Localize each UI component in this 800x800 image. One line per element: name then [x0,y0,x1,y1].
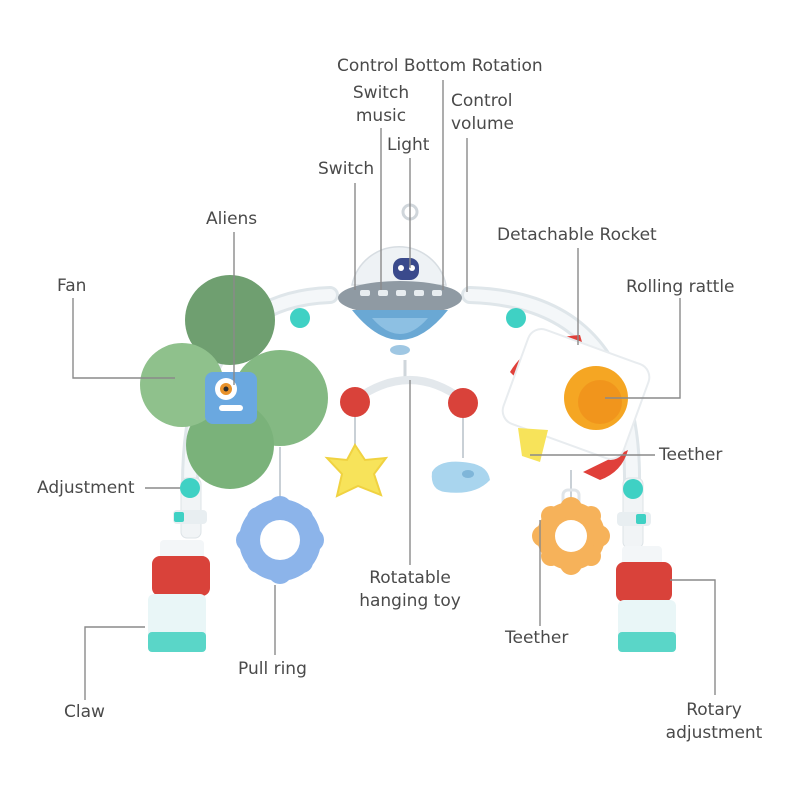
label-aliens: Aliens [206,209,258,229]
label-rotary-adjustment: Rotary adjustment [660,699,768,745]
label-rotary-line2: adjustment [665,723,763,743]
right-claw [616,477,676,652]
label-rotatable-line1: Rotatable [369,568,451,588]
label-rolling-rattle: Rolling rattle [626,277,735,297]
label-control-bottom-rotation: Control Bottom Rotation [337,56,543,76]
rocket [501,328,651,480]
left-claw [148,477,210,652]
label-control-volume: Control volume [451,90,514,136]
pull-ring [236,447,324,584]
fan [140,275,328,489]
label-claw: Claw [64,702,105,722]
label-control-volume-line2: volume [451,114,514,134]
hanging-mobile [324,360,490,498]
label-rotatable-hanging-toy: Rotatable hanging toy [355,567,465,613]
label-switch-music-line2: music [355,106,407,126]
teether-flower [532,470,610,575]
leader-lines [72,80,716,700]
label-switch: Switch [318,159,375,179]
label-switch-music-line1: Switch [352,83,410,103]
label-detachable-rocket: Detachable Rocket [497,225,657,245]
label-control-volume-line1: Control [451,91,513,111]
label-teether-bottom: Teether [505,628,569,648]
label-fan: Fan [57,276,87,296]
label-switch-music: Switch music [348,82,414,128]
label-teether-right: Teether [659,445,723,465]
label-rotatable-line2: hanging toy [359,591,461,611]
label-pull-ring: Pull ring [238,659,307,679]
label-light: Light [387,135,430,155]
label-rotary-line1: Rotary [686,700,742,720]
label-adjustment: Adjustment [37,478,135,498]
